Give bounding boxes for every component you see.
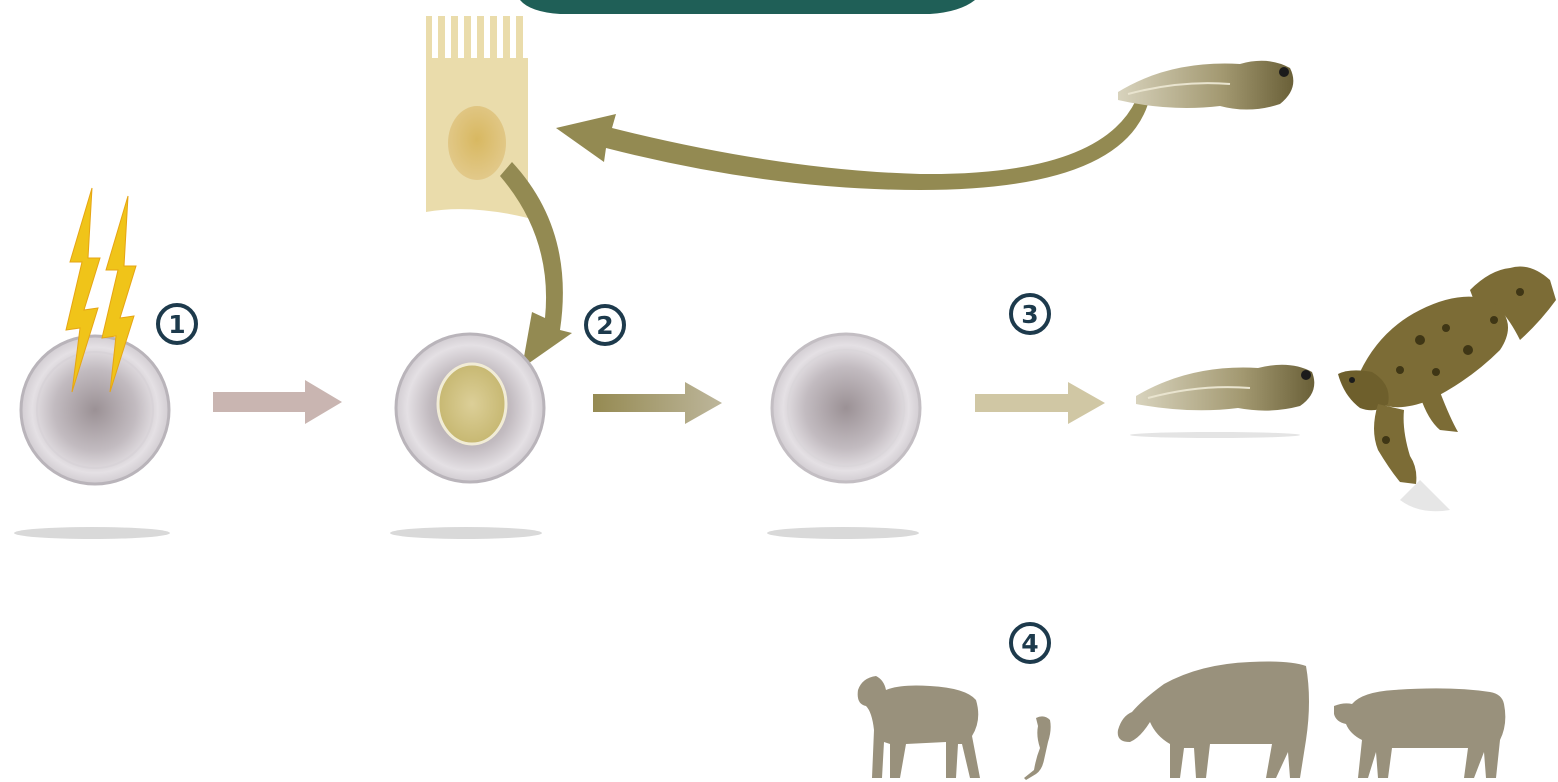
cow-silhouette-icon — [1118, 662, 1309, 779]
step-badge-2: 2 — [586, 306, 624, 344]
frog-icon — [1338, 267, 1556, 512]
step-badge-1: 1 — [158, 305, 196, 343]
enucleated-egg-icon — [396, 334, 544, 482]
header-banner — [520, 0, 975, 14]
tadpole-icon-2 — [1136, 365, 1314, 411]
shadow-2 — [390, 527, 542, 539]
shadow-1 — [14, 527, 170, 539]
step-number-4: 4 — [1021, 629, 1038, 658]
process-arrow-2 — [593, 382, 722, 424]
shadow-tadpole — [1130, 432, 1300, 438]
egg-cell-icon — [21, 336, 169, 484]
process-arrow-1 — [213, 380, 342, 424]
step-badge-3: 3 — [1011, 295, 1049, 333]
step-number-3: 3 — [1021, 300, 1038, 329]
sheep-silhouette-icon — [858, 676, 980, 778]
step-badge-4: 4 — [1011, 624, 1049, 662]
donor-arrow — [556, 100, 1148, 190]
tadpole-icon — [1118, 61, 1293, 110]
shadow-3 — [767, 527, 919, 539]
mouse-silhouette-icon — [1024, 716, 1051, 780]
pig-silhouette-icon — [1334, 688, 1505, 778]
step-number-2: 2 — [596, 311, 613, 340]
process-arrow-3 — [975, 382, 1105, 424]
step-number-1: 1 — [168, 310, 185, 339]
embryo-egg-icon — [772, 334, 920, 482]
